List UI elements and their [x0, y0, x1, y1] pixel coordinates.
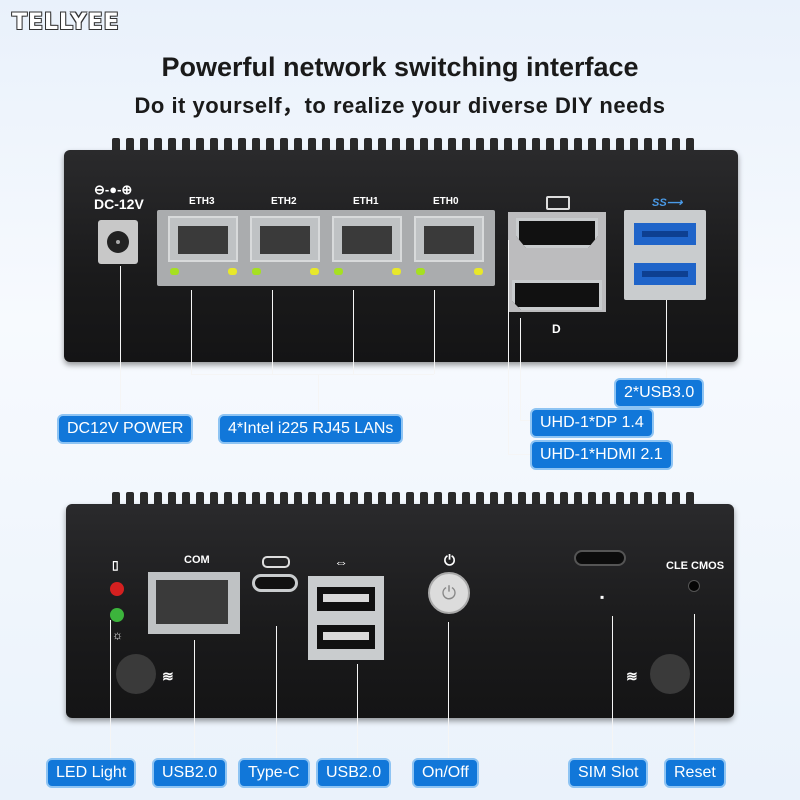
- com-port[interactable]: [148, 572, 240, 634]
- dc-symbol: ⊖-●-⊕: [94, 182, 133, 197]
- leader-led: [110, 620, 111, 760]
- callout-dp: UHD-1*DP 1.4: [530, 408, 654, 438]
- leader-usb3: [666, 300, 667, 380]
- usb2-port-top[interactable]: [314, 584, 378, 614]
- back-panel: ▯ ☼ ≋ COM ⇔ ⏻ ⏻ ▪ CLE CMOS ≋: [66, 504, 734, 718]
- callout-usb3: 2*USB3.0: [614, 378, 705, 408]
- led-red: [110, 582, 124, 596]
- leader-dp: [520, 318, 521, 420]
- callout-sim-slot: SIM Slot: [568, 758, 649, 788]
- callout-dc-power: DC12V POWER: [57, 414, 194, 444]
- hdmi-port[interactable]: [516, 218, 598, 248]
- usb-icon: ⇔: [334, 554, 348, 570]
- wifi-icon-right: ≋: [626, 668, 638, 684]
- dc-power-jack[interactable]: [98, 220, 138, 264]
- callout-typec: Type-C: [238, 758, 310, 788]
- antenna-left: [116, 654, 156, 694]
- leader-com: [194, 640, 195, 760]
- eth1-label: ETH1: [353, 196, 379, 207]
- leader-sim: [612, 616, 613, 760]
- callout-usb2-right: USB2.0: [316, 758, 392, 788]
- displayport-port[interactable]: [512, 280, 602, 310]
- eth3-port[interactable]: [168, 216, 238, 262]
- power-button[interactable]: ⏻: [428, 572, 470, 614]
- cmos-reset-hole[interactable]: [688, 580, 700, 592]
- leader-lan-bar: [191, 374, 434, 375]
- leader-hdmi: [508, 240, 509, 454]
- leader-dp-h: [520, 420, 532, 421]
- eth2-led-right: [310, 268, 319, 275]
- power-icon: ⏻: [444, 552, 456, 568]
- eth1-port[interactable]: [332, 216, 402, 262]
- leader-eth2: [272, 290, 273, 374]
- eth3-led-left: [170, 268, 179, 275]
- leader-typec: [276, 626, 277, 760]
- eth2-port[interactable]: [250, 216, 320, 262]
- typec-icon: [262, 556, 290, 568]
- hdd-icon: ▯: [112, 558, 119, 572]
- callout-usb2-left: USB2.0: [152, 758, 228, 788]
- eth1-led-left: [334, 268, 343, 275]
- usb3-port-top[interactable]: [631, 220, 699, 248]
- usb3-port-bottom[interactable]: [631, 260, 699, 288]
- leader-lan-stem: [318, 374, 319, 412]
- page-subtitle: Do it yourself，to realize your diverse D…: [134, 93, 666, 118]
- led-green: [110, 608, 124, 622]
- callout-lan: 4*Intel i225 RJ45 LANs: [218, 414, 404, 444]
- leader-dc: [120, 266, 121, 412]
- eth0-label: ETH0: [433, 196, 459, 207]
- callout-reset: Reset: [664, 758, 726, 788]
- com-label: COM: [184, 554, 210, 566]
- callout-hdmi: UHD-1*HDMI 2.1: [530, 440, 673, 470]
- ss-usb-icon: SS⟶: [652, 197, 683, 209]
- leader-eth1: [353, 290, 354, 374]
- wifi-icon-left: ≋: [162, 668, 174, 684]
- page-title: Powerful network switching interface: [161, 52, 639, 82]
- typec-port[interactable]: [252, 574, 298, 592]
- callout-led-light: LED Light: [46, 758, 137, 788]
- heatsink-fins-back: [112, 492, 694, 508]
- bulb-icon: ☼: [112, 628, 123, 642]
- hdmi-icon: [546, 196, 570, 210]
- eth2-label: ETH2: [271, 196, 297, 207]
- cmos-label: CLE CMOS: [666, 560, 725, 572]
- brand-logo: TELLYEE: [12, 10, 120, 35]
- callout-onoff: On/Off: [412, 758, 479, 788]
- eth1-led-right: [392, 268, 401, 275]
- eth3-label: ETH3: [189, 196, 215, 207]
- front-panel: ⊖-●-⊕ DC-12V ETH3 ETH2 ETH1 ETH0 D SS⟶: [64, 150, 738, 362]
- leader-power: [448, 622, 449, 760]
- heatsink-fins-top: [112, 138, 694, 154]
- eth2-led-left: [252, 268, 261, 275]
- usb2-port-bottom[interactable]: [314, 622, 378, 652]
- eth0-led-left: [416, 268, 425, 275]
- dc-label: DC-12V: [94, 196, 144, 212]
- leader-reset: [694, 614, 695, 760]
- displayport-icon: D: [552, 322, 561, 336]
- eth3-led-right: [228, 268, 237, 275]
- antenna-right: [650, 654, 690, 694]
- eth0-led-right: [474, 268, 483, 275]
- leader-hdmi-h: [508, 454, 532, 455]
- leader-eth3: [191, 290, 192, 374]
- sim-slot[interactable]: [574, 550, 626, 566]
- eth0-port[interactable]: [414, 216, 484, 262]
- leader-usb2: [357, 664, 358, 760]
- leader-eth0: [434, 290, 435, 374]
- sim-icon: ▪: [600, 590, 605, 604]
